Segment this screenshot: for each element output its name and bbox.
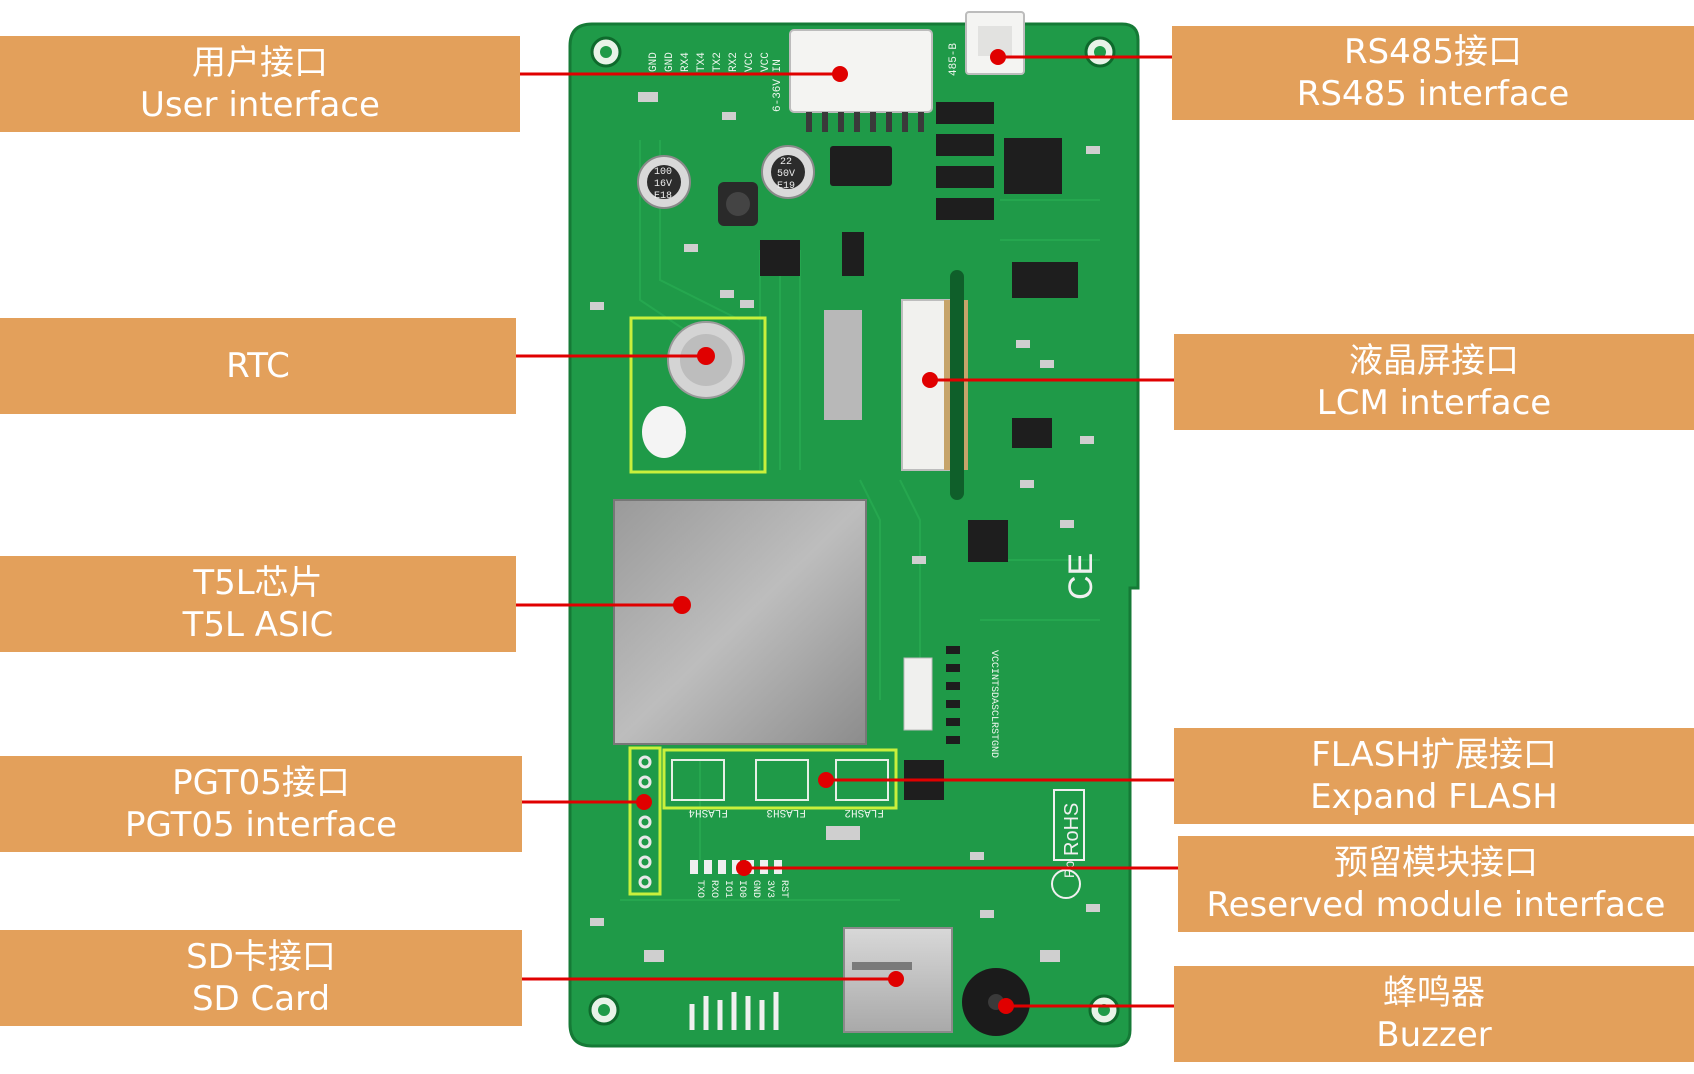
silk-rohs-mark: RoHS bbox=[1061, 803, 1083, 856]
dot-flash bbox=[818, 772, 834, 788]
callout-en: User interface bbox=[140, 85, 380, 125]
dot-rs485 bbox=[990, 49, 1006, 65]
silk-power-range: 6-36V IN bbox=[772, 59, 784, 112]
capacitor bbox=[637, 155, 691, 209]
pgt05-highlight bbox=[628, 746, 662, 896]
silk-pin: RST bbox=[988, 722, 999, 740]
silk-flash: FLASH3 bbox=[766, 806, 806, 818]
callout-t5l: T5L芯片 T5L ASIC bbox=[0, 556, 516, 652]
silk-pin: SDA bbox=[988, 686, 999, 704]
t5l-chip bbox=[613, 499, 867, 745]
silk-pin: RX2 bbox=[728, 52, 740, 72]
rtc-crystal bbox=[642, 406, 686, 458]
callout-zh: SD卡接口 bbox=[186, 936, 336, 977]
dot-sd bbox=[888, 971, 904, 987]
callout-buzzer: 蜂鸣器 Buzzer bbox=[1174, 966, 1694, 1062]
silk-pin: VCC bbox=[988, 650, 999, 668]
callout-sd: SD卡接口 SD Card bbox=[0, 930, 522, 1026]
silk-pin: TX2 bbox=[712, 52, 724, 72]
silk-pin: IO0 bbox=[736, 880, 747, 898]
silk-pin: TX4 bbox=[696, 52, 708, 72]
silk-pin: RX4 bbox=[680, 52, 692, 72]
silk-cap-text: 22 bbox=[780, 157, 792, 168]
callout-en: RS485 interface bbox=[1296, 74, 1570, 114]
silk-pin: VCC bbox=[760, 52, 772, 72]
board-logo bbox=[689, 992, 779, 1030]
callout-zh: RS485接口 bbox=[1343, 31, 1523, 72]
callout-pgt05: PGT05接口 PGT05 interface bbox=[0, 756, 522, 852]
silk-cap-text: 50V bbox=[777, 169, 795, 180]
silk-ce-mark: CE bbox=[1062, 553, 1100, 600]
dot-buzzer bbox=[998, 998, 1014, 1014]
silk-pin: GND bbox=[988, 740, 999, 758]
silk-pin: SCL bbox=[988, 704, 999, 722]
dot-rtc bbox=[697, 347, 715, 365]
callout-zh: 预留模块接口 bbox=[1334, 842, 1538, 883]
dot-reserved bbox=[736, 860, 752, 876]
callout-en: T5L ASIC bbox=[182, 605, 334, 645]
silk-pin: 3V3 bbox=[764, 880, 775, 898]
callout-en: SD Card bbox=[191, 979, 331, 1019]
dot-user-interface bbox=[832, 66, 848, 82]
callout-en: Expand FLASH bbox=[1310, 777, 1558, 817]
callout-zh: T5L芯片 bbox=[193, 562, 323, 603]
silk-pin: VCC bbox=[744, 52, 756, 72]
callout-zh: FLASH扩展接口 bbox=[1311, 734, 1557, 775]
dot-pgt05 bbox=[636, 794, 652, 810]
rtc-highlight bbox=[629, 316, 767, 474]
silk-cap-text: E18 bbox=[654, 191, 672, 202]
silk-pin: RXO bbox=[708, 880, 719, 898]
silk-pin: GND bbox=[664, 52, 676, 72]
callout-user-interface: 用户接口 User interface bbox=[0, 36, 520, 132]
callout-reserved: 预留模块接口 Reserved module interface bbox=[1178, 836, 1694, 932]
silk-pin: GND bbox=[648, 52, 660, 72]
callout-lcm: 液晶屏接口 LCM interface bbox=[1174, 334, 1694, 430]
silk-pin: IO1 bbox=[722, 880, 733, 898]
silk-flash: FLASH4 bbox=[688, 806, 728, 818]
capacitor bbox=[761, 145, 815, 199]
touch-connector bbox=[903, 657, 933, 731]
user-interface-connector bbox=[789, 29, 933, 113]
silk-cap-text: 100 bbox=[654, 167, 672, 178]
callout-en: Buzzer bbox=[1376, 1015, 1492, 1055]
silk-pin: INT bbox=[988, 668, 999, 686]
callout-zh: 用户接口 bbox=[192, 42, 328, 83]
callout-rtc: RTC bbox=[0, 318, 516, 414]
callout-zh: 蜂鸣器 bbox=[1383, 972, 1485, 1013]
callout-en: Reserved module interface bbox=[1206, 885, 1666, 925]
dot-t5l bbox=[673, 596, 691, 614]
callout-zh: RTC bbox=[226, 345, 290, 386]
callout-rs485: RS485接口 RS485 interface bbox=[1172, 26, 1694, 120]
callout-zh: 液晶屏接口 bbox=[1349, 340, 1519, 381]
callout-flash: FLASH扩展接口 Expand FLASH bbox=[1174, 728, 1694, 824]
silk-pin: RST bbox=[778, 880, 789, 898]
silk-cap-text: 16V bbox=[654, 179, 672, 190]
silk-pin: GND bbox=[750, 880, 761, 898]
callout-zh: PGT05接口 bbox=[172, 762, 350, 803]
silk-pin: TXO bbox=[694, 880, 705, 898]
dot-lcm bbox=[922, 372, 938, 388]
silk-flash: FLASH2 bbox=[844, 806, 884, 818]
silk-rs485-pin: 485-B bbox=[948, 43, 960, 76]
callout-en: PGT05 interface bbox=[124, 805, 398, 845]
silk-cap-text: E19 bbox=[777, 181, 795, 192]
callout-en: LCM interface bbox=[1316, 383, 1552, 423]
